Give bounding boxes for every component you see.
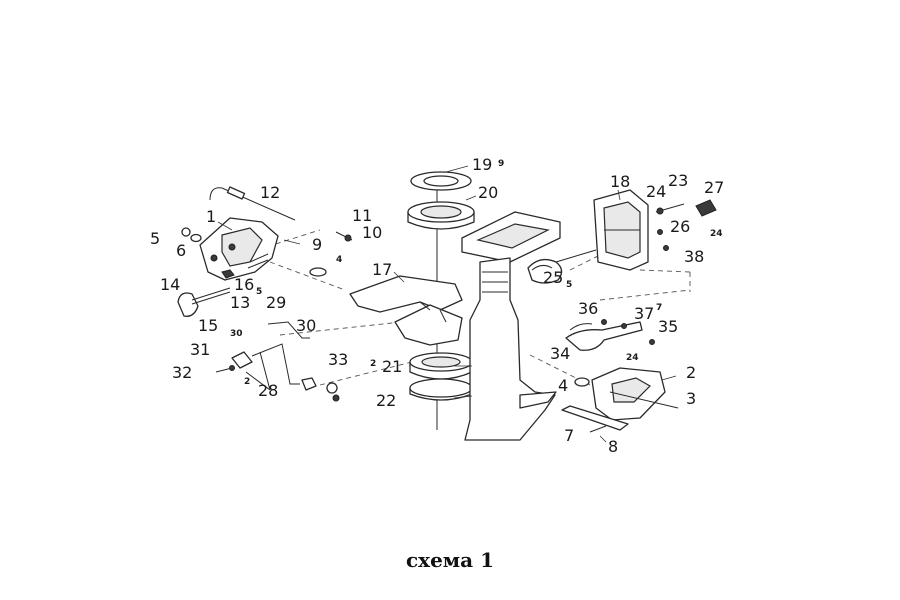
part-34-arm (565, 321, 643, 351)
callout-4-right: 4 (558, 376, 568, 395)
small-label-7: 7 (656, 303, 662, 313)
callout-18: 18 (610, 172, 630, 191)
small-label-24b: 24 (626, 353, 639, 363)
part-14-15-lever (177, 287, 231, 317)
part-12-bolt (209, 186, 296, 221)
callout-6: 6 (176, 241, 186, 260)
callout-36: 36 (578, 299, 598, 318)
callout-21: 21 (382, 357, 402, 376)
part-36-37-35-fasteners (601, 319, 655, 345)
part-4-washer-right (574, 377, 590, 387)
callout-10: 10 (362, 223, 382, 242)
part-20-bearing (407, 201, 475, 230)
small-label-9: 9 (498, 159, 504, 169)
small-label-5: 5 (256, 287, 262, 297)
small-label-21: 2 (370, 359, 376, 369)
small-label-30: 30 (230, 329, 243, 339)
callout-27: 27 (704, 178, 724, 197)
callout-13: 13 (230, 293, 250, 312)
part-19-top-ring (410, 171, 472, 191)
callout-17: 17 (372, 260, 392, 279)
drive-shaft-housing (461, 211, 561, 441)
part-4-washer-left (309, 267, 327, 277)
callout-25: 25 (543, 268, 563, 287)
part-27-block (695, 199, 717, 217)
callout-35: 35 (658, 317, 678, 336)
callout-31: 31 (190, 340, 210, 359)
part-26-38-pins (657, 229, 669, 251)
small-labels: 9 4 5 30 2 2 5 24 24 7 (230, 159, 723, 387)
part-22-ring (409, 378, 473, 401)
callout-32: 32 (172, 363, 192, 382)
callout-34: 34 (550, 344, 570, 363)
callout-19: 19 (472, 155, 492, 174)
callout-29: 29 (266, 293, 286, 312)
part-7-plate (561, 405, 629, 431)
callout-33: 33 (328, 350, 348, 369)
callout-22: 22 (376, 391, 396, 410)
part-1-clamp-bracket (199, 217, 279, 281)
small-label-25: 5 (566, 280, 572, 290)
part-8-bolt (589, 425, 607, 433)
callout-8: 8 (608, 437, 618, 456)
part-2-right-clamp-bracket (591, 367, 679, 421)
small-label-24a: 24 (710, 229, 723, 239)
callout-38: 38 (684, 247, 704, 266)
callout-7: 7 (564, 426, 574, 445)
callout-20: 20 (478, 183, 498, 202)
callout-14: 14 (160, 275, 180, 294)
leader-lines (217, 165, 677, 443)
callout-11: 11 (352, 206, 372, 225)
part-16-nut (221, 269, 235, 279)
callout-1: 1 (206, 207, 216, 226)
callout-5: 5 (150, 229, 160, 248)
callout-2: 2 (686, 363, 696, 382)
callout-26: 26 (670, 217, 690, 236)
callout-23: 23 (668, 171, 688, 190)
diagram-caption: схема 1 (405, 548, 495, 572)
part-18-mount-bracket (593, 189, 649, 271)
part-17-swivel-bracket (349, 275, 463, 346)
callout-12: 12 (260, 183, 280, 202)
callout-37: 37 (634, 304, 654, 323)
callout-16: 16 (234, 275, 254, 294)
callout-15: 15 (198, 316, 218, 335)
callout-3: 3 (686, 389, 696, 408)
callout-numbers: 19 20 18 23 24 27 26 38 25 12 1 5 6 11 1… (150, 155, 724, 456)
small-label-2: 2 (244, 377, 250, 387)
callout-9: 9 (312, 235, 322, 254)
small-label-4: 4 (336, 255, 342, 265)
part-28-33-shift-linkage (215, 321, 340, 402)
part-25-clamp-band (527, 249, 597, 284)
part-5-6-washers (181, 227, 202, 243)
callout-28: 28 (258, 381, 278, 400)
callout-24: 24 (646, 182, 666, 201)
part-23-24-bolt (655, 203, 685, 215)
part-10-11-bolt (335, 231, 353, 242)
callout-30: 30 (296, 316, 316, 335)
